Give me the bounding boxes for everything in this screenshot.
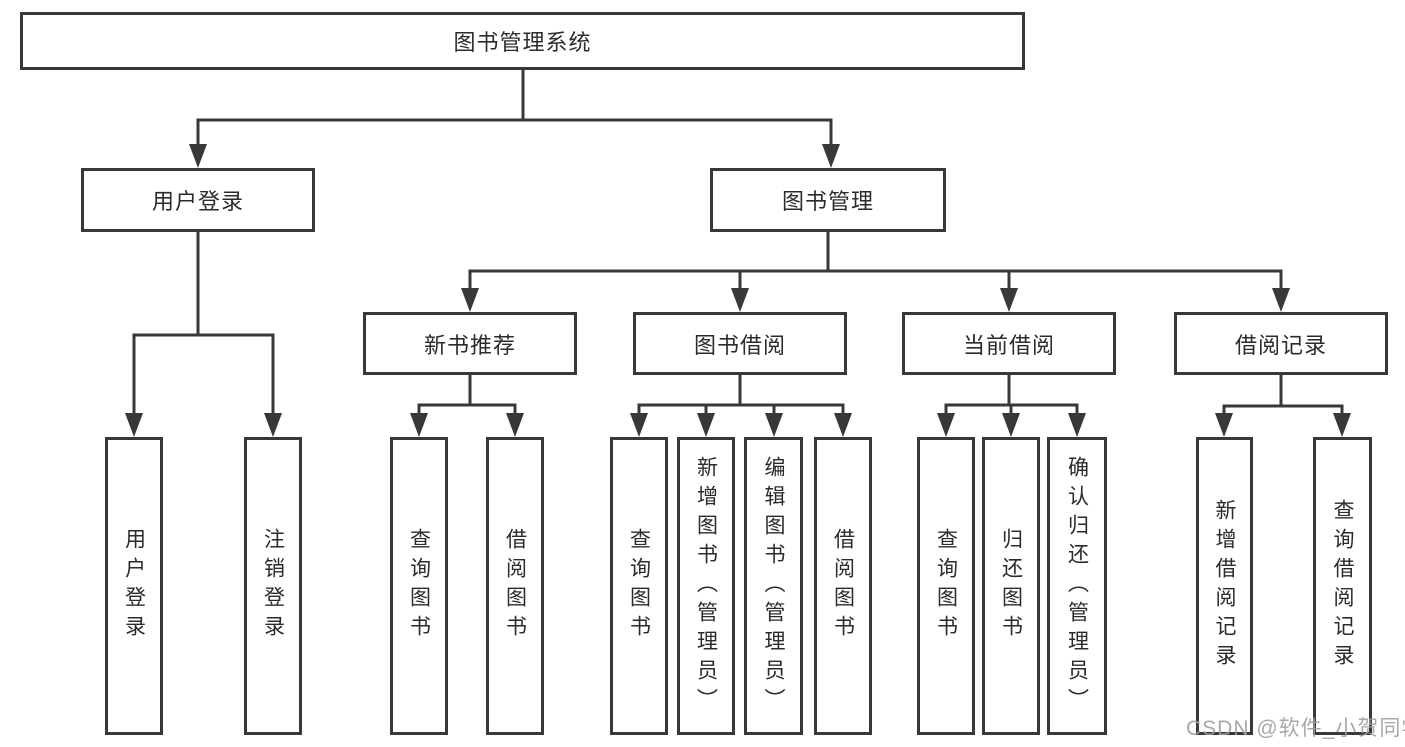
- node-leaf-add-borrow-record: 新增借阅记录: [1196, 437, 1253, 735]
- csdn-watermark: CSDN @软件_小贺同学: [1186, 717, 1405, 740]
- node-leaf-add-books-admin: 新增图书（管理员）: [677, 437, 735, 735]
- leaf-label: 查询图书: [934, 528, 958, 644]
- leaf-label: 借阅图书: [831, 528, 855, 644]
- leaf-label: 查询借阅记录: [1331, 499, 1354, 673]
- node-borrowing-records: 借阅记录: [1174, 312, 1388, 375]
- node-user-login-module: 用户登录: [81, 168, 315, 232]
- leaf-label: 新增图书（管理员）: [694, 455, 718, 717]
- leaf-label: 查询图书: [407, 528, 431, 644]
- leaf-label: 确认归还（管理员）: [1065, 455, 1089, 717]
- node-leaf-borrow-books: 借阅图书: [814, 437, 872, 735]
- node-book-management-module: 图书管理: [710, 168, 946, 232]
- node-leaf-edit-books-admin: 编辑图书（管理员）: [744, 437, 803, 735]
- leaf-label: 归还图书: [999, 528, 1023, 644]
- node-leaf-logout: 注销登录: [244, 437, 302, 735]
- node-leaf-borrow-books-newrec: 借阅图书: [486, 437, 544, 735]
- node-leaf-confirm-return-admin: 确认归还（管理员）: [1047, 437, 1107, 735]
- node-leaf-query-books-borrow: 查询图书: [610, 437, 668, 735]
- node-leaf-query-books-current: 查询图书: [917, 437, 975, 735]
- node-root-system: 图书管理系统: [20, 12, 1025, 70]
- node-current-borrowing: 当前借阅: [902, 312, 1116, 375]
- leaf-label: 注销登录: [261, 528, 285, 644]
- node-leaf-query-books-newrec: 查询图书: [390, 437, 448, 735]
- leaf-label: 新增借阅记录: [1213, 499, 1236, 673]
- leaf-label: 借阅图书: [503, 528, 527, 644]
- node-leaf-user-login: 用户登录: [105, 437, 163, 735]
- node-new-book-recommend: 新书推荐: [363, 312, 577, 375]
- node-leaf-query-borrow-record: 查询借阅记录: [1313, 437, 1372, 735]
- node-book-borrowing: 图书借阅: [633, 312, 847, 375]
- leaf-label: 查询图书: [627, 528, 651, 644]
- leaf-label: 用户登录: [122, 528, 146, 644]
- node-leaf-return-books: 归还图书: [982, 437, 1040, 735]
- leaf-label: 编辑图书（管理员）: [762, 455, 785, 717]
